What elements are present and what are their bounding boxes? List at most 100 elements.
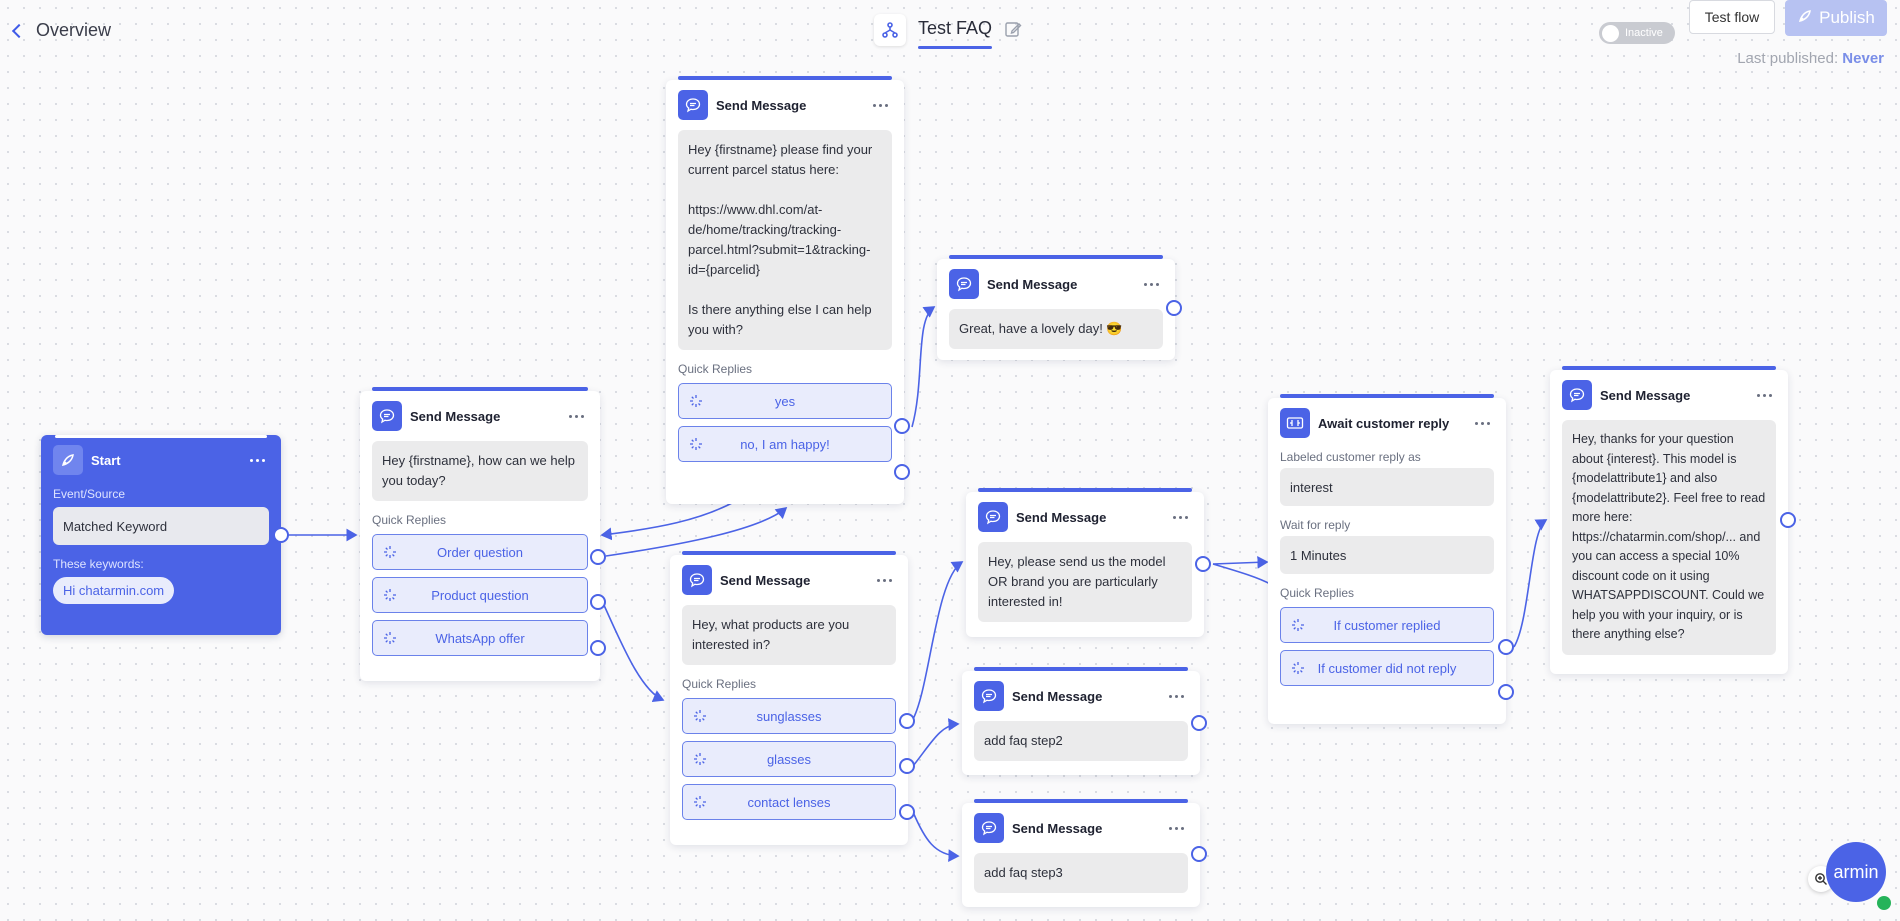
quick-replies-label: Quick Replies — [372, 513, 447, 527]
output-port[interactable] — [899, 804, 915, 820]
output-port[interactable] — [1191, 846, 1207, 862]
quick-reply-customer-not-replied[interactable]: If customer did not reply — [1280, 650, 1494, 686]
sparkle-icon — [383, 631, 397, 645]
keyword-chip[interactable]: Hi chatarmin.com — [53, 577, 175, 604]
quick-reply-contact-lenses[interactable]: contact lenses — [682, 784, 896, 820]
send-message-node-b[interactable]: Send Message Hey {firstname} please find… — [666, 76, 910, 504]
flow-title-bar: Test FAQ — [874, 14, 1024, 49]
output-port[interactable] — [273, 527, 289, 543]
output-port[interactable] — [1780, 512, 1796, 528]
output-port[interactable] — [1166, 300, 1182, 316]
labeled-reply-value[interactable]: interest — [1280, 468, 1494, 506]
message-text[interactable]: Hey, what products are you interested in… — [682, 605, 896, 665]
more-icon[interactable] — [869, 100, 892, 111]
quick-reply-sunglasses[interactable]: sunglasses — [682, 698, 896, 734]
send-message-node-e[interactable]: Send Message Hey, please send us the mod… — [966, 488, 1211, 637]
back-to-overview[interactable]: Overview — [8, 20, 111, 41]
message-text[interactable]: Great, have a lovely day! 😎 — [949, 309, 1163, 349]
quick-reply-label: If customer replied — [1333, 617, 1441, 633]
quick-reply-label: If customer did not reply — [1317, 660, 1457, 676]
message-text[interactable]: Hey {firstname}, how can we help you tod… — [372, 441, 588, 501]
node-top-bar — [1280, 394, 1494, 398]
node-title: Send Message — [410, 408, 501, 424]
message-text[interactable]: Hey, thanks for your question about {int… — [1562, 420, 1776, 655]
more-icon[interactable] — [1165, 823, 1188, 834]
node-header: Send Message — [974, 813, 1188, 843]
chat-bubble-icon — [1562, 380, 1592, 410]
flow-title[interactable]: Test FAQ — [918, 18, 993, 49]
more-icon[interactable] — [1140, 279, 1163, 290]
flow-icon — [874, 14, 906, 46]
node-title: Send Message — [987, 276, 1078, 292]
test-flow-button[interactable]: Test flow — [1689, 0, 1775, 34]
quick-reply-whatsapp-offer[interactable]: WhatsApp offer — [372, 620, 588, 656]
edit-icon[interactable] — [1004, 20, 1024, 40]
wait-for-reply-value[interactable]: 1 Minutes — [1280, 536, 1494, 574]
labeled-reply-label: Labeled customer reply as — [1280, 450, 1421, 464]
send-message-node-g[interactable]: Send Message add faq step3 — [962, 799, 1207, 907]
quick-reply-yes[interactable]: yes — [678, 383, 892, 419]
output-port[interactable] — [590, 594, 606, 610]
quick-reply-no-happy[interactable]: no, I am happy! — [678, 426, 892, 462]
quick-reply-label: contact lenses — [747, 794, 831, 810]
more-icon[interactable] — [565, 411, 588, 422]
more-icon[interactable] — [1753, 390, 1776, 401]
node-header: Send Message — [949, 269, 1163, 299]
chat-bubble-icon — [974, 813, 1004, 843]
output-port[interactable] — [1498, 684, 1514, 700]
node-header: Send Message — [682, 565, 896, 595]
send-message-node-d[interactable]: Send Message Hey, what products are you … — [670, 551, 915, 845]
quick-reply-order-question[interactable]: Order question — [372, 534, 588, 570]
output-port[interactable] — [1195, 556, 1211, 572]
event-source-value[interactable]: Matched Keyword — [53, 507, 269, 545]
rocket-icon — [53, 445, 83, 475]
active-toggle[interactable]: Inactive — [1599, 22, 1675, 44]
chat-bubble-icon — [678, 90, 708, 120]
start-node[interactable]: Start Event/Source Matched Keyword These… — [41, 435, 289, 635]
sparkle-icon — [693, 752, 707, 766]
send-message-node-f[interactable]: Send Message add faq step2 — [962, 667, 1207, 775]
node-title: Send Message — [720, 572, 811, 588]
quick-reply-glasses[interactable]: glasses — [682, 741, 896, 777]
more-icon[interactable] — [246, 455, 269, 466]
chat-bubble-icon — [978, 502, 1008, 532]
message-text[interactable]: Hey {firstname} please find your current… — [678, 130, 892, 350]
quick-reply-customer-replied[interactable]: If customer replied — [1280, 607, 1494, 643]
output-port[interactable] — [1191, 715, 1207, 731]
send-message-node-a[interactable]: Send Message Hey {firstname}, how can we… — [360, 387, 606, 681]
output-port[interactable] — [590, 640, 606, 656]
quick-reply-label: Order question — [437, 544, 523, 560]
message-text[interactable]: add faq step2 — [974, 721, 1188, 761]
node-title: Start — [91, 452, 121, 468]
more-icon[interactable] — [1471, 418, 1494, 429]
whatsapp-icon[interactable] — [1877, 896, 1891, 910]
publish-label: Publish — [1819, 8, 1875, 27]
quick-reply-product-question[interactable]: Product question — [372, 577, 588, 613]
node-header: Await customer reply — [1280, 408, 1494, 438]
chat-bubble-icon — [974, 681, 1004, 711]
node-header: Start — [53, 445, 269, 475]
keywords-label: These keywords: — [53, 557, 144, 571]
output-port[interactable] — [894, 464, 910, 480]
node-top-bar — [949, 255, 1163, 259]
output-port[interactable] — [1498, 639, 1514, 655]
message-text[interactable]: Hey, please send us the model OR brand y… — [978, 542, 1192, 622]
armin-chat-widget[interactable]: armin — [1826, 842, 1886, 902]
output-port[interactable] — [590, 549, 606, 565]
output-port[interactable] — [899, 758, 915, 774]
await-reply-node[interactable]: Await customer reply Labeled customer re… — [1268, 394, 1514, 724]
publish-button[interactable]: Publish — [1785, 0, 1887, 36]
output-port[interactable] — [899, 713, 915, 729]
more-icon[interactable] — [1165, 691, 1188, 702]
more-icon[interactable] — [873, 575, 896, 586]
more-icon[interactable] — [1169, 512, 1192, 523]
toggle-label: Inactive — [1625, 27, 1663, 39]
node-title: Send Message — [1600, 387, 1691, 403]
await-reply-icon — [1280, 408, 1310, 438]
send-message-node-c[interactable]: Send Message Great, have a lovely day! 😎 — [937, 255, 1182, 360]
quick-reply-label: no, I am happy! — [740, 436, 830, 452]
node-top-bar — [1562, 366, 1776, 370]
message-text[interactable]: add faq step3 — [974, 853, 1188, 893]
send-message-node-i[interactable]: Send Message Hey, thanks for your questi… — [1550, 366, 1796, 674]
output-port[interactable] — [894, 418, 910, 434]
